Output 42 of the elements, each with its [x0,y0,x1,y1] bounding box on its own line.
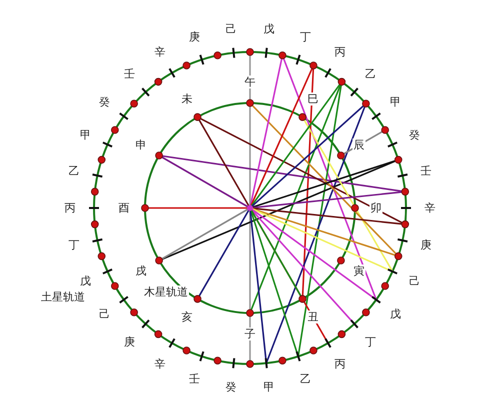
stem-label: 丙 [64,202,76,214]
branch-label: 戌 [134,264,148,278]
branch-label: 申 [134,138,148,152]
branch-label: 子 [244,328,256,340]
stem-label: 癸 [408,128,421,142]
stem-label: 己 [224,22,238,36]
branch-label: 巳 [306,92,320,106]
stem-label: 己 [408,274,421,288]
stem-label: 戊 [389,307,402,320]
branch-label: 午 [244,76,256,88]
stem-label: 丙 [334,46,346,59]
orbit-label: 木星轨道 [143,286,189,298]
stem-label: 甲 [262,380,276,394]
stem-label: 己 [98,307,111,320]
stem-label: 丁 [299,30,312,44]
stem-label: 辛 [154,46,166,59]
stem-label: 乙 [299,372,312,386]
stem-label: 乙 [67,164,80,178]
stem-label: 癸 [224,380,238,394]
branch-label: 丑 [306,310,320,324]
stem-label: 乙 [364,68,377,81]
stem-label: 壬 [420,164,433,178]
stem-label: 壬 [123,68,136,81]
branch-label: 未 [180,92,194,106]
stem-label: 壬 [188,372,201,386]
branch-label: 辰 [352,138,366,152]
stem-label: 庚 [123,335,136,348]
branch-label: 亥 [180,310,194,324]
branch-label: 寅 [352,264,366,278]
stem-label: 庚 [420,238,433,252]
stem-label: 丁 [364,335,377,348]
orbit-label: 土星轨道 [40,290,86,304]
branch-label: 酉 [118,202,130,214]
stem-label: 丁 [67,238,80,252]
stem-label: 戊 [262,22,276,36]
stem-label: 庚 [188,30,201,44]
branch-label: 卯 [370,202,382,214]
stem-label: 戊 [79,274,92,288]
stem-label: 辛 [424,202,436,214]
stem-label: 辛 [154,357,166,370]
stem-label: 癸 [98,96,111,109]
stem-label: 丙 [334,357,346,370]
